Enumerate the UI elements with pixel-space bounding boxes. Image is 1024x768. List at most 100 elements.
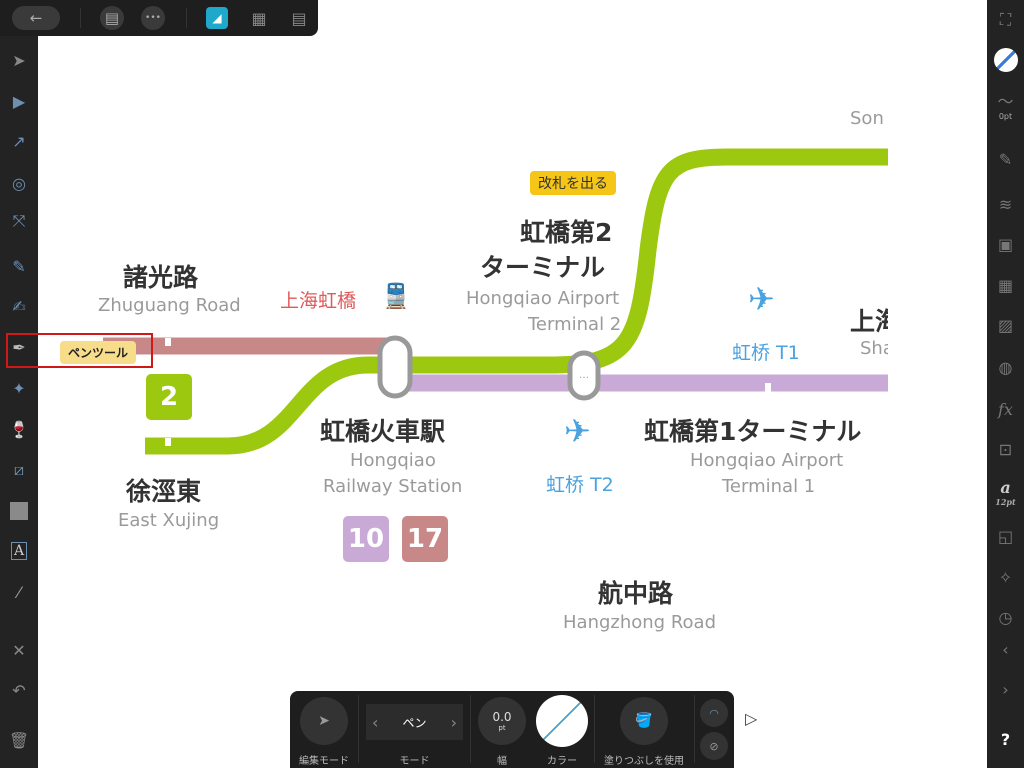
pixel-persona-icon[interactable]: ▦ xyxy=(251,8,267,28)
color-label: カラー xyxy=(547,756,577,767)
brushes-icon[interactable]: ✎ xyxy=(998,150,1013,169)
line-badge-10: 10 xyxy=(343,516,389,562)
svg-text:…: … xyxy=(579,370,589,381)
chevron-left-icon[interactable]: ‹ xyxy=(372,712,379,732)
fill-bucket-button[interactable]: 🪣 xyxy=(620,697,668,745)
snapping-icon[interactable]: ◠ xyxy=(700,699,728,727)
line-badge-17: 17 xyxy=(402,516,448,562)
use-fill-label: 塗りつぶしを使用 xyxy=(603,756,685,767)
mode-value: ペン xyxy=(402,715,427,730)
chevron-left-icon[interactable]: ‹ xyxy=(1002,640,1009,659)
edit-mode-label: 編集モード xyxy=(299,756,349,767)
exit-gate-callout: 改札を出る xyxy=(530,171,616,195)
station-t2-jp2: ターミナル xyxy=(480,253,606,282)
station-shanghai-jp: 上海 xyxy=(850,307,888,336)
effects-icon[interactable]: ▣ xyxy=(997,235,1014,254)
airplane-icon: ✈ xyxy=(748,280,775,318)
corner-tool-icon[interactable]: ⤧ xyxy=(12,211,26,230)
station-hongqiao-railway-en2: Railway Station xyxy=(323,476,463,497)
fullscreen-icon[interactable]: ⛶ xyxy=(999,10,1012,29)
designer-persona-icon[interactable]: ◢ xyxy=(206,7,228,29)
help-button[interactable]: ? xyxy=(1000,730,1011,749)
edit-mode-button[interactable]: ➤ xyxy=(300,697,348,745)
node-tool-icon[interactable]: ▶ xyxy=(12,91,26,111)
station-zhuguang-en: Zhuguang Road xyxy=(98,295,241,316)
rectangle-tool-icon[interactable] xyxy=(0,496,38,526)
color-wheel-icon[interactable]: ◍ xyxy=(998,358,1013,377)
station-t1-en1: Hongqiao Airport xyxy=(690,450,844,471)
shanghai-hongqiao-label: 上海虹橋 xyxy=(280,290,357,312)
chevron-right-icon[interactable]: › xyxy=(450,712,457,732)
station-zhuguang-jp: 諸光路 xyxy=(123,263,199,292)
swatches-grid-icon[interactable]: ▦ xyxy=(997,276,1014,295)
fx-icon[interactable]: fx xyxy=(998,400,1013,419)
layers-icon[interactable]: ≋ xyxy=(998,195,1013,214)
crop-tool-icon[interactable]: ⧄ xyxy=(13,460,25,479)
station-t1-jp: 虹橋第1ターミナル xyxy=(644,417,862,446)
trash-icon[interactable]: 🗑 xyxy=(8,730,30,750)
width-label: 幅 xyxy=(497,756,507,767)
transparency-tool-icon[interactable]: 🍷 xyxy=(9,419,29,439)
station-t2-en1: Hongqiao Airport xyxy=(466,288,620,309)
text-tool-icon[interactable]: A xyxy=(0,536,38,566)
image-icon[interactable]: ▨ xyxy=(997,316,1014,335)
point-transform-tool-icon[interactable]: ↗ xyxy=(12,131,26,151)
undo-icon[interactable]: ↶ xyxy=(12,680,26,700)
stroke-width-label: 0pt xyxy=(998,112,1013,121)
hongqiao-t2-station-marker xyxy=(567,350,601,401)
station-t2-en2: Terminal 2 xyxy=(528,314,622,335)
color-swatch-icon[interactable] xyxy=(987,48,1024,72)
airport-t2-label: 虹桥 T2 xyxy=(546,474,614,496)
assets-icon[interactable]: ⊡ xyxy=(998,440,1013,459)
vector-brush-tool-icon[interactable]: ✍ xyxy=(12,296,26,316)
width-unit: pt xyxy=(498,724,506,732)
more-button[interactable]: ••• xyxy=(141,6,165,30)
top-toolbar: ← ▤ ••• ◢ ▦ ▤ xyxy=(0,0,318,36)
station-hangzhong-jp: 航中路 xyxy=(598,579,674,608)
close-icon[interactable]: ✕ xyxy=(12,640,26,660)
hongqiao-railway-station-marker xyxy=(377,335,413,399)
font-size-label: 12pt xyxy=(995,497,1016,507)
width-value: 0.0 xyxy=(492,710,512,724)
color-picker-tool-icon[interactable]: ⁄ xyxy=(17,582,21,602)
station-hongqiao-railway-en1: Hongqiao xyxy=(350,450,436,471)
mode-label: モード xyxy=(399,756,430,767)
back-button[interactable]: ← xyxy=(12,6,60,30)
station-t2-jp1: 虹橋第2 xyxy=(520,218,613,247)
left-toolbar: ➤ ▶ ↗ ◎ ⤧ ✎ ✍ ✒ ✦ 🍷 ⧄ A ⁄ ✕ ↶ 🗑 xyxy=(0,0,38,768)
history-icon[interactable]: ◷ xyxy=(998,608,1013,627)
geometry-icon[interactable]: ⊘ xyxy=(700,732,728,760)
stroke-icon[interactable]: 〜0pt xyxy=(997,92,1014,121)
airport-t1-label: 虹桥 T1 xyxy=(732,342,800,364)
train-icon: 🚆 xyxy=(381,282,411,310)
document-button[interactable]: ▤ xyxy=(100,6,124,30)
fill-tool-icon[interactable]: ✦ xyxy=(12,378,26,398)
line-badge-2: 2 xyxy=(146,374,192,420)
export-persona-icon[interactable]: ▤ xyxy=(291,8,307,28)
highlight-box xyxy=(6,333,153,368)
station-song-en: Son xyxy=(850,108,884,129)
chevron-right-icon[interactable]: › xyxy=(1002,680,1009,699)
pencil-tool-icon[interactable]: ✎ xyxy=(12,256,26,276)
station-hongqiao-railway-jp: 虹橋火車駅 xyxy=(320,417,446,446)
pen-tool-icon[interactable]: ✒ xyxy=(12,337,26,357)
color-button[interactable] xyxy=(536,695,588,747)
station-t1-en2: Terminal 1 xyxy=(722,476,816,497)
station-hangzhong-en: Hangzhong Road xyxy=(563,612,716,633)
line-green xyxy=(145,148,888,455)
move-tool-icon[interactable]: ➤ xyxy=(12,50,26,70)
expand-toolbar-icon[interactable]: ▷ xyxy=(745,709,758,728)
mode-selector[interactable]: ‹ ペン › xyxy=(366,704,463,740)
pen-tool-tooltip: ペンツール xyxy=(60,341,137,364)
station-shanghai-en: Sha xyxy=(860,338,888,359)
transform-icon[interactable]: ◱ xyxy=(997,527,1014,546)
canvas[interactable]: … 諸光路 Zhuguang Road 2 徐涇東 East Xujing 上海… xyxy=(38,0,888,768)
station-xujing-en: East Xujing xyxy=(118,510,220,531)
station-xujing-jp: 徐涇東 xyxy=(126,477,202,506)
navigator-icon[interactable]: ✧ xyxy=(998,568,1013,587)
contour-tool-icon[interactable]: ◎ xyxy=(12,173,26,193)
